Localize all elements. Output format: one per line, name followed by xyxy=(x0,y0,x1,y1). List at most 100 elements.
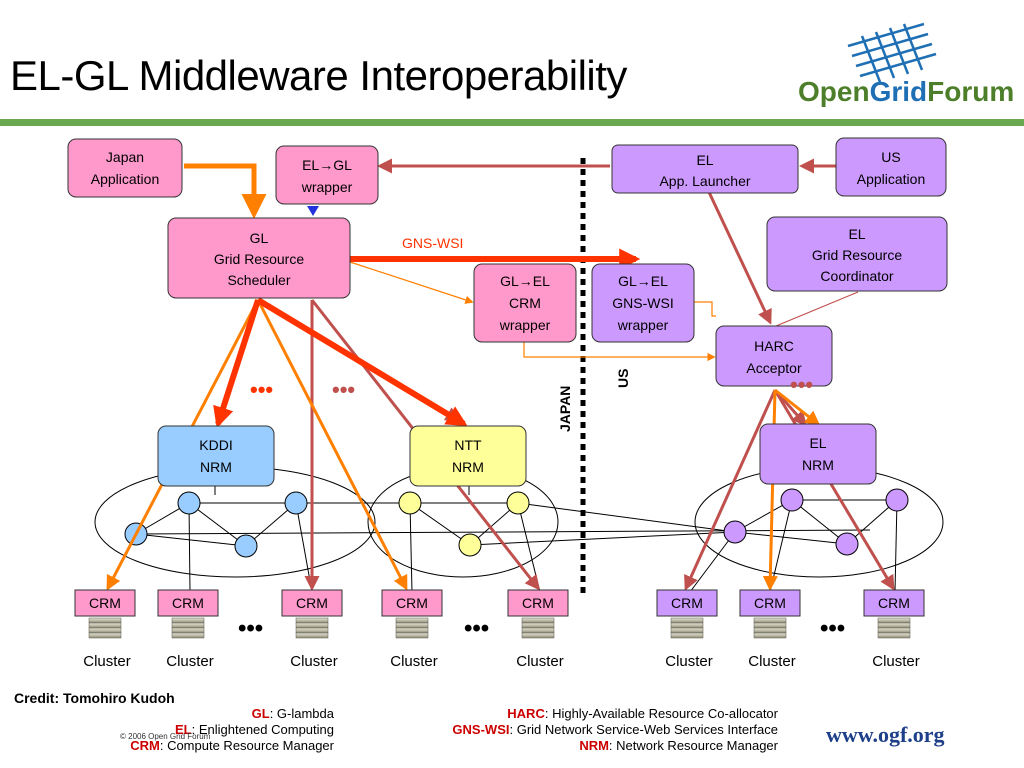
crm-box xyxy=(739,589,801,617)
network-reservation-links xyxy=(213,248,641,428)
crm-cluster-3: CRM Cluster xyxy=(281,589,343,670)
ntt-nrm-box: NTT NRM xyxy=(409,425,527,487)
cluster-label: Cluster xyxy=(166,653,214,670)
svg-text:wrapper: wrapper xyxy=(301,179,353,195)
server-rack-icon xyxy=(753,617,787,639)
svg-text:NTT: NTT xyxy=(454,437,482,453)
crm-cluster-5: CRM Cluster xyxy=(507,589,569,670)
svg-text:GL→EL: GL→EL xyxy=(500,273,550,289)
svg-text:Grid Resource: Grid Resource xyxy=(214,251,304,267)
japan-label: JAPAN xyxy=(557,386,573,432)
japan-application-box: Japan Application xyxy=(67,138,183,198)
svg-text:EL: EL xyxy=(696,152,713,168)
svg-text:wrapper: wrapper xyxy=(499,317,551,333)
crm-label: CRM xyxy=(296,595,328,611)
credit: Credit: Tomohiro Kudoh xyxy=(14,690,175,706)
ogf-url: www.ogf.org xyxy=(826,722,945,747)
server-rack-icon xyxy=(88,617,122,639)
server-rack-icon xyxy=(521,617,555,639)
svg-text:Grid Resource: Grid Resource xyxy=(812,247,902,263)
wrapper-pointer-icon xyxy=(307,206,319,216)
crm-box xyxy=(381,589,443,617)
svg-text:NRM: NRM xyxy=(452,459,484,475)
server-rack-icon xyxy=(171,617,205,639)
svg-text:GL: GL xyxy=(250,230,269,246)
intra-network-links xyxy=(105,485,898,593)
cluster-label: Cluster xyxy=(390,653,438,670)
crm-label: CRM xyxy=(172,595,204,611)
legend-left-2: EL: Enlightened Computing xyxy=(175,722,334,737)
crm-box xyxy=(507,589,569,617)
server-rack-icon xyxy=(395,617,429,639)
svg-text:GNS-WSI: GNS-WSI xyxy=(612,295,673,311)
legend-right-2: GNS-WSI: Grid Network Service-Web Servic… xyxy=(452,722,778,737)
legend-right-1: HARC: Highly-Available Resource Co-alloc… xyxy=(507,706,778,721)
ogf-logo-icon xyxy=(847,22,937,83)
cluster-label: Cluster xyxy=(290,653,338,670)
el-gl-wrapper-box: EL→GL wrapper xyxy=(275,145,379,205)
ntt-nodes xyxy=(398,491,530,557)
ellipsis-brown-1: ••• xyxy=(332,377,355,402)
crm-label: CRM xyxy=(522,595,554,611)
crm-box xyxy=(863,589,925,617)
crm-cluster-layer: CRM Cluster CRM Cluster CRM Cluster CRM Cluster… xyxy=(74,589,925,670)
svg-text:HARC: HARC xyxy=(754,338,794,354)
svg-text:App. Launcher: App. Launcher xyxy=(659,173,750,189)
crm-box xyxy=(74,589,136,617)
slide-title: EL-GL Middleware Interoperability xyxy=(10,52,627,99)
inter-network-links xyxy=(135,502,871,546)
server-rack-icon xyxy=(877,617,911,639)
thin-orange-links xyxy=(349,261,716,362)
svg-text:Scheduler: Scheduler xyxy=(227,272,290,288)
cluster-label: Cluster xyxy=(748,653,796,670)
svg-text:CRM: CRM xyxy=(509,295,541,311)
gns-wsi-label: GNS-WSI xyxy=(402,235,463,251)
svg-text:EL: EL xyxy=(848,226,865,242)
gl-grid-resource-scheduler-box: GL Grid Resource Scheduler xyxy=(167,217,351,299)
crm-cluster-8: CRM Cluster xyxy=(863,589,925,670)
el-grid-resource-coordinator-box: EL Grid Resource Coordinator xyxy=(766,216,948,292)
svg-text:OpenGridForum: OpenGridForum xyxy=(798,76,1014,107)
svg-text:GL→EL: GL→EL xyxy=(618,273,668,289)
svg-text:NRM: NRM xyxy=(802,457,834,473)
crm-box xyxy=(281,589,343,617)
crm-label: CRM xyxy=(89,595,121,611)
ellipsis-black-2: ••• xyxy=(464,615,489,642)
svg-text:Acceptor: Acceptor xyxy=(746,360,802,376)
ellipsis-brown-2: ••• xyxy=(790,372,813,397)
legend-right-3: NRM: Network Resource Manager xyxy=(579,738,778,753)
svg-text:EL→GL: EL→GL xyxy=(302,157,352,173)
kddi-nrm-box: KDDI NRM xyxy=(157,425,275,487)
legend-left-3: CRM: Compute Resource Manager xyxy=(130,738,334,753)
svg-text:KDDI: KDDI xyxy=(199,437,232,453)
header-divider xyxy=(0,119,1024,126)
crm-cluster-2: CRM Cluster xyxy=(157,589,219,670)
el-app-launcher-box: EL App. Launcher xyxy=(611,144,799,194)
svg-text:US: US xyxy=(881,149,900,165)
svg-text:Coordinator: Coordinator xyxy=(820,268,893,284)
cluster-label: Cluster xyxy=(516,653,564,670)
crm-label: CRM xyxy=(878,595,910,611)
svg-text:NRM: NRM xyxy=(200,459,232,475)
svg-text:EL: EL xyxy=(809,435,826,451)
cluster-label: Cluster xyxy=(872,653,920,670)
svg-text:wrapper: wrapper xyxy=(617,317,669,333)
ellipsis-black-1: ••• xyxy=(238,615,263,642)
copyright: © 2006 Open Grid Forum xyxy=(120,732,211,741)
gl-el-gns-wsi-wrapper-box: GL→EL GNS-WSI wrapper xyxy=(591,263,695,343)
us-label: US xyxy=(615,369,631,388)
server-rack-icon xyxy=(295,617,329,639)
crm-label: CRM xyxy=(671,595,703,611)
svg-text:Application: Application xyxy=(857,171,926,187)
ellipsis-red-1: ••• xyxy=(250,377,273,402)
harc-acceptor-box: HARC Acceptor xyxy=(715,325,833,387)
crm-box xyxy=(656,589,718,617)
el-nodes xyxy=(723,488,909,556)
kddi-nodes xyxy=(124,491,308,558)
gl-el-crm-wrapper-box: GL→EL CRM wrapper xyxy=(473,263,577,343)
